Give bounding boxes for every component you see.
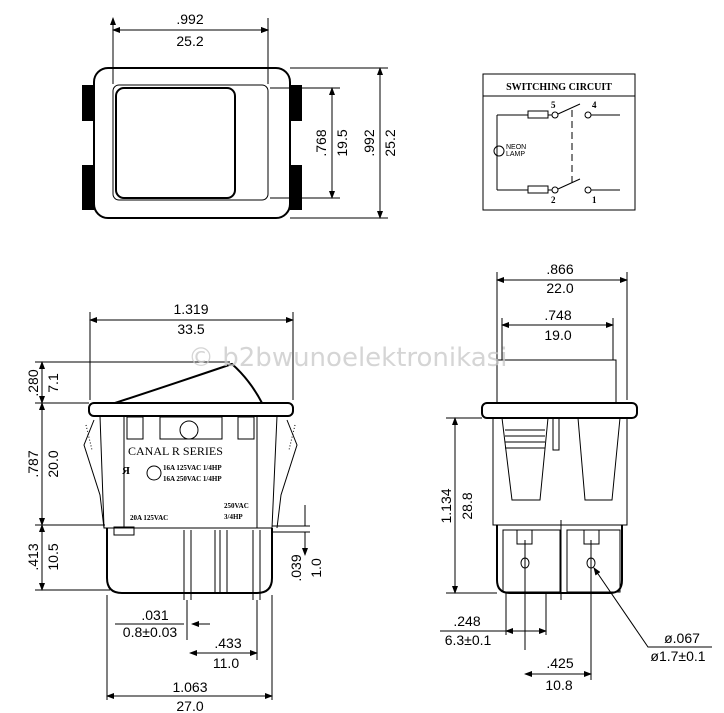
- top-inner-h-in: .768: [313, 129, 329, 156]
- pin-in: .031: [141, 607, 168, 623]
- left-clip-bottom: [82, 165, 94, 210]
- series-label: CANAL R SERIES: [128, 444, 223, 458]
- body-h-in: .787: [25, 450, 41, 477]
- side-height-in: 1.134: [438, 488, 454, 523]
- top-width-in: .992: [176, 11, 203, 27]
- watermark: © b2bwunoelektronikasi: [188, 343, 507, 373]
- neon-lamp-icon: [493, 145, 505, 157]
- side-view: .866 22.0 .748 19.0 1.134 28.8 .248 6.3±…: [438, 261, 712, 693]
- side-rocker: [496, 359, 617, 404]
- lower-h-mm: 10.5: [45, 543, 61, 570]
- term-w-mm: 6.3±0.1: [445, 632, 492, 648]
- rating-2: 16A 250VAC 1/4HP: [163, 475, 222, 483]
- front-view: 1.319 33.5 CANAL R SERIES Я 16A 125VAC 1…: [25, 301, 324, 713]
- terminal-2: 2: [551, 195, 556, 205]
- side-width-mm: 22.0: [546, 280, 573, 296]
- right-clip-top: [290, 85, 302, 121]
- body-h-mm: 20.0: [45, 450, 61, 477]
- front-flange: [88, 402, 294, 417]
- side-height-mm: 28.8: [459, 492, 475, 519]
- front-width-mm: 33.5: [177, 321, 204, 337]
- base-w-mm: 27.0: [176, 698, 203, 713]
- pitch-in: .433: [214, 635, 241, 651]
- term-pitch-in: .425: [546, 655, 573, 671]
- rocker-h-in: .280: [25, 369, 41, 396]
- tab-t-mm: 1.0: [308, 558, 324, 578]
- side-inner-in: .748: [544, 307, 571, 323]
- lower-h-in: .413: [25, 543, 41, 570]
- cert-logo: [146, 465, 162, 481]
- term-pitch-mm: 10.8: [545, 677, 572, 693]
- rocker-h-mm: 7.1: [45, 373, 61, 393]
- pitch-mm: 11.0: [213, 655, 239, 671]
- indicator-hole: [179, 420, 199, 440]
- left-clip-top: [82, 85, 94, 121]
- top-width-mm: 25.2: [176, 33, 203, 49]
- ul-logo: Я: [122, 465, 130, 477]
- top-height-in: .992: [361, 129, 377, 156]
- front-lower-body: [106, 528, 273, 594]
- terminal-5: 5: [551, 100, 556, 110]
- hole-mm: ø1.7±0.1: [650, 648, 705, 664]
- circuit-box: [482, 73, 636, 211]
- hole-in: ø.067: [664, 630, 700, 646]
- lamp-label-1: NEON: [506, 144, 526, 151]
- rating-1: 16A 125VAC 1/4HP: [163, 464, 222, 472]
- right-clip-bottom: [290, 165, 302, 210]
- term-w-in: .248: [453, 613, 480, 629]
- terminal-1: 1: [592, 195, 597, 205]
- pin-mm: 0.8±0.03: [123, 624, 178, 640]
- circuit-title: SWITCHING CIRCUIT: [506, 82, 612, 93]
- switching-circuit: SWITCHING CIRCUIT NEON LAMP 5 4 2 1: [482, 73, 636, 211]
- terminal-4: 4: [592, 100, 597, 110]
- side-lower-body: [496, 525, 623, 594]
- lamp-label-2: LAMP: [506, 151, 525, 158]
- rating-3b: 3/4HP: [224, 513, 243, 521]
- top-inner-frame: [112, 84, 269, 201]
- side-flange: [481, 402, 638, 419]
- side-width-in: .866: [546, 261, 573, 277]
- tab-t-in: .039: [288, 554, 304, 581]
- base-w-in: 1.063: [172, 679, 207, 695]
- rating-3a: 250VAC: [224, 502, 249, 510]
- top-inner-h-mm: 19.5: [334, 129, 350, 156]
- front-rocker: [114, 362, 263, 404]
- top-height-mm: 25.2: [382, 129, 398, 156]
- top-bezel: [93, 67, 291, 219]
- top-view: .992 25.2 .768 19.5 .992 25.2: [82, 11, 398, 219]
- side-inner-mm: 19.0: [544, 327, 571, 343]
- top-rocker: [115, 87, 236, 199]
- rating-4: 20A 125VAC: [130, 514, 168, 522]
- front-side-clips: [83, 419, 298, 529]
- front-width-in: 1.319: [173, 301, 208, 317]
